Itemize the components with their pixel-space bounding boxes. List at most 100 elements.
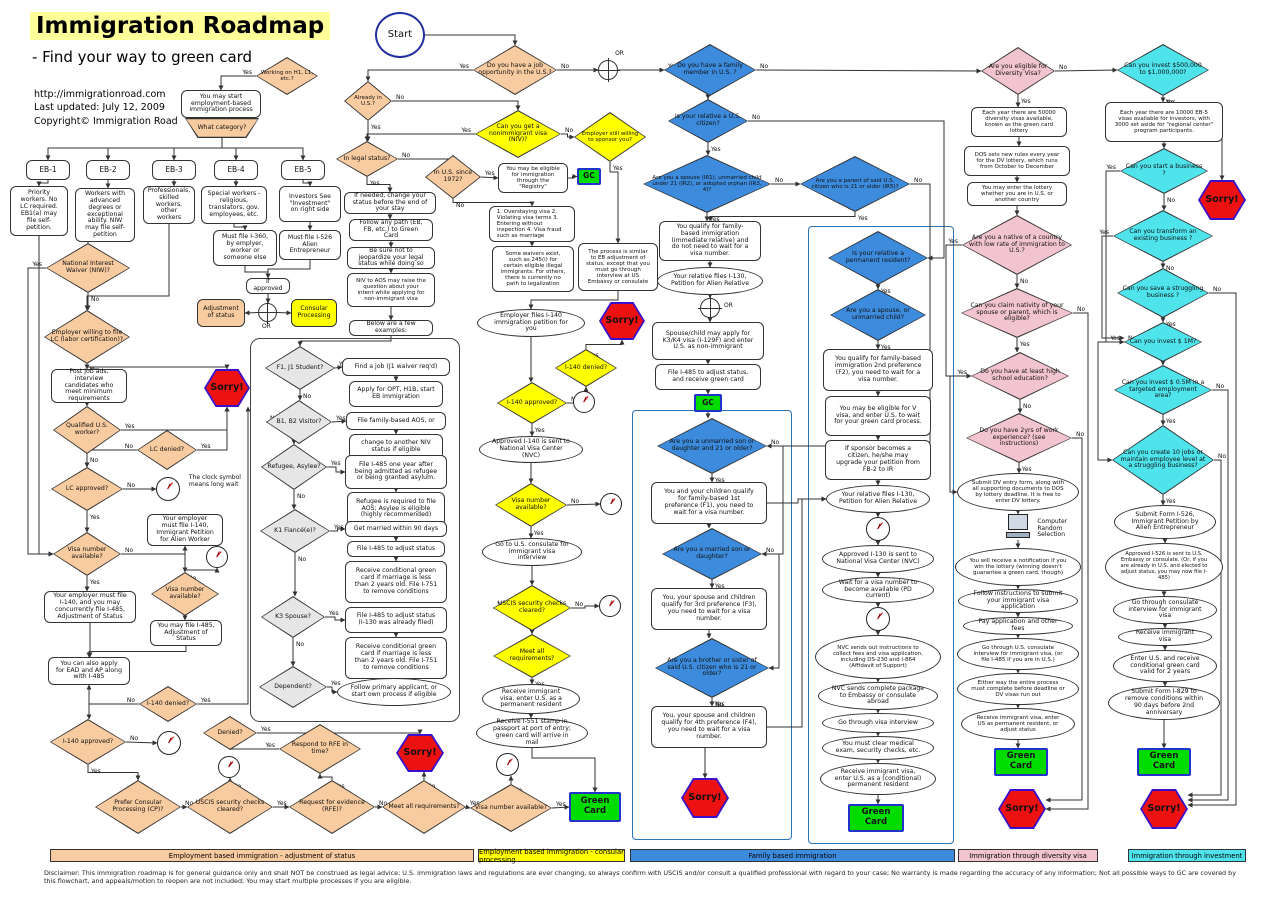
pvvisa: You may be eligible for V visa, and ente… xyxy=(825,396,931,436)
page-subtitle: - Find your way to green card xyxy=(32,48,253,66)
edge-dworkexp-sorry5 xyxy=(1045,437,1083,803)
start-label: Start xyxy=(387,29,413,41)
elreceiveinv: Receive immigrant visa xyxy=(1118,628,1212,646)
dworkexp-label: Do you have 2yrs of work experience? (se… xyxy=(979,426,1059,448)
duscissec1: USCIS security checks cleared? xyxy=(187,780,273,834)
pillegallist: 1. Overstaying visa 2. Violating visa te… xyxy=(489,206,575,242)
edge-pbelow-df1j1 xyxy=(297,336,392,347)
legend-bar-0: Employment based immigration - adjustmen… xyxy=(50,849,474,862)
di140denied1: I-140 denied? xyxy=(139,686,197,722)
pchangeniv-label: change to another NIV status if eligible xyxy=(361,439,431,453)
elsubmiti829-label: Submit Form I-829 to remove conditions w… xyxy=(1124,688,1204,716)
legend-bar-3: Immigration through diversity visa xyxy=(958,849,1098,862)
gcbig4: Green Card xyxy=(1137,748,1191,776)
pf1: You and your children qualify for family… xyxy=(651,482,767,524)
eb1-label: EB-1 xyxy=(39,164,57,174)
edge-label-drespondrfe-ddenied2: Yes xyxy=(264,742,275,749)
pgetmarried: Get married within 90 days xyxy=(345,521,447,537)
edge-label-dtransform-dinvest1m: Yes xyxy=(1098,229,1109,236)
dvisanum2-label: Visa number available? xyxy=(165,586,205,600)
pgetmarried-label: Get married within 90 days xyxy=(353,524,439,532)
gcs1: GC xyxy=(577,168,601,185)
elapprovedi130-label: Approved I-130 is sent to National Visa … xyxy=(836,551,920,565)
peb2: Workers with advanced degrees or excepti… xyxy=(75,188,135,242)
edge-label-dk3-pi485k3: Yes xyxy=(328,610,339,617)
gcbig2: Green Card xyxy=(848,804,904,832)
elconsulateinv: Go through consulate interview for immig… xyxy=(1113,596,1217,624)
pempi140l-label: Your employer must file I-140, and you m… xyxy=(53,592,127,620)
di140visanum-label: Visa number available? xyxy=(511,497,551,511)
edge-demployersponsor-psimilar xyxy=(609,162,621,244)
sorry6-label: Sorry! xyxy=(1205,193,1239,205)
edge-eb1-peb1 xyxy=(36,180,49,187)
dinvest05m: Can you invest $ 0.5M in a targeted empl… xyxy=(1114,365,1212,415)
elvisainterview-label: Go through visa interview xyxy=(838,718,918,726)
edge-label-djob-ortop: No xyxy=(561,63,569,70)
clock1-clock-icon xyxy=(156,477,180,501)
copyright: Copyright© Immigration Road xyxy=(34,115,178,127)
elconsulatedv-label: Go through U.S. consulate interview for … xyxy=(973,644,1063,664)
lblclock-label: The clock symbol means long wait xyxy=(188,474,241,488)
edge-label-dk1-dk3: No xyxy=(298,556,306,563)
last-updated: Last updated: July 12, 2009 xyxy=(34,102,165,114)
dpermres: Is your relative a permanent resident? xyxy=(828,231,928,285)
contpr xyxy=(808,226,954,844)
dk3-label: K3 Spouse? xyxy=(275,612,311,620)
pupgrade: If sponsor becomes a citizen, he/she may… xyxy=(825,440,931,480)
pempi140r: Your employer must file I-140, Immigrant… xyxy=(147,514,223,546)
lblor2: OR xyxy=(723,302,739,311)
edge-label-df1j1-db1b2: No xyxy=(303,393,311,400)
drespondrfe: Respond to RFE in time? xyxy=(279,724,361,774)
edge-ddveligible-dinvest500k xyxy=(1054,67,1118,73)
legend-label-0: Employment based immigration - adjustmen… xyxy=(168,851,356,860)
pf4-label: You, your spouse and children qualify fo… xyxy=(661,712,757,740)
dstartbusiness: Can you start a business ? xyxy=(1120,148,1208,194)
eb3-label: EB-3 xyxy=(165,164,183,174)
duscisy: USCIS security checks cleared? xyxy=(493,585,571,631)
p10000-label: Each year there are 10000 EB-5 visas ava… xyxy=(1114,109,1214,135)
dalready-label: Already in U.S.? xyxy=(354,94,382,107)
edge-label-dhighschool-dworkexp: No xyxy=(1023,403,1031,410)
clock7-clock-icon xyxy=(496,753,519,776)
dtransform-label: Can you transform an existing business ? xyxy=(1129,228,1197,242)
dunmarriedson: Are you a unmarried son or daughter and … xyxy=(657,418,767,474)
ortop-or-junction-icon xyxy=(596,58,620,82)
drfe: Request for evidence (RFE)? xyxy=(289,780,375,834)
eb5-label: EB-5 xyxy=(294,164,312,174)
edge-dsince1972-pillegallist xyxy=(452,199,535,207)
dinvest1m: Can you invest $ 1M? xyxy=(1124,322,1202,362)
ppostjob-label: Post job ads, interview candidates who m… xyxy=(64,367,114,403)
ddependent-label: Dependent? xyxy=(274,682,312,690)
edge-di140approved1-dprefercp xyxy=(87,765,141,781)
pfbaos-label: File family-based AOS, or xyxy=(357,416,435,424)
edge-pregistry-gcs1 xyxy=(568,174,578,179)
dcitizen-label: Is your relative a U.S. citizen? xyxy=(674,113,742,127)
elmedical: You must clear medical exam, security ch… xyxy=(822,736,934,760)
elpayfees: Pay application and other fees xyxy=(963,617,1073,635)
edge-label-dlegal-pchangestatus: Yes xyxy=(369,180,380,187)
drefugee-label: Refugee, Asylee? xyxy=(267,462,321,470)
edge-trapcat-eb3 xyxy=(171,138,223,161)
pconditional1: Receive conditional green card if marria… xyxy=(345,561,447,603)
ddveligible-label: Are you eligible for Diversity Visa? xyxy=(988,63,1048,77)
edge-eb5-peb5 xyxy=(302,180,313,187)
edge-trapcat-eb4 xyxy=(221,138,239,161)
legend-label-1: Employment based immigration - consular … xyxy=(479,847,624,864)
edge-label-dinvest05m-sorry7: No xyxy=(1216,383,1224,390)
peb1-label: Priority workers. No LC required. EB1(a)… xyxy=(20,189,58,231)
edge-label-dsavebusiness-sorry7: No xyxy=(1213,286,1221,293)
elapprovedi526: Approved I-526 is sent to U.S. Embassy o… xyxy=(1105,543,1223,591)
ddenied2-label: Denied? xyxy=(217,728,243,736)
pi526: Must file I-526 Alien Entrepreneur xyxy=(279,230,341,260)
edge-pi526-pifapproved xyxy=(265,260,311,279)
eb4: EB-4 xyxy=(214,160,258,180)
edge-label-dstartbusiness-dtransform: No xyxy=(1167,197,1175,204)
lblortop-label: OR xyxy=(615,49,624,57)
pempi140l: Your employer must file I-140, and you m… xyxy=(44,591,136,623)
edge-label-demployersponsor-psimilar: Yes xyxy=(612,165,623,172)
dhighschool: Do you have at least high school educati… xyxy=(971,352,1069,400)
legend-bar-1: Employment based immigration - consular … xyxy=(478,847,625,864)
edge-pi485b-pead xyxy=(86,646,187,658)
eli551: Receive I-551 stamp in passport at port … xyxy=(476,718,588,748)
edge-label-dnative-dhighschool: Yes xyxy=(947,238,958,245)
